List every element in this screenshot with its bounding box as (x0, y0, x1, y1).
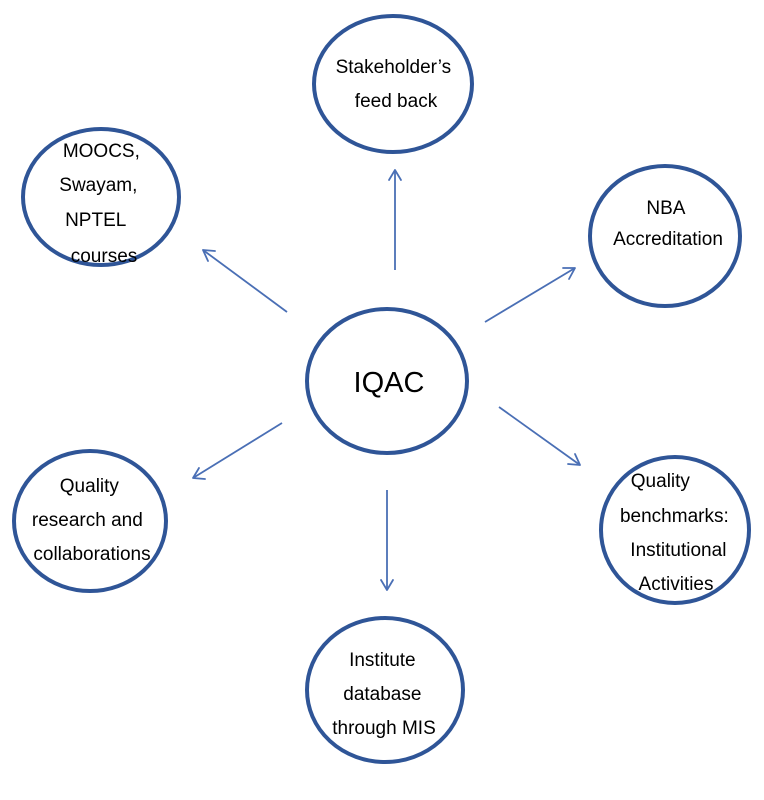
node-quality-benchmarks-label: Quality benchmarks: Institutional Activi… (620, 471, 734, 595)
node-stakeholder-feedback: Stakeholder’s feed back (312, 14, 474, 154)
node-line: Accreditation (613, 229, 723, 250)
node-line: database (343, 684, 421, 705)
node-nba-accreditation: NBA Accreditation (588, 164, 742, 308)
node-line: research and (32, 510, 143, 531)
arrow-to-benchmarks (498, 406, 581, 466)
node-quality-benchmarks: Quality benchmarks: Institutional Activi… (599, 455, 751, 605)
node-line: Stakeholder’s (336, 57, 451, 78)
arrow-to-database (380, 490, 394, 591)
node-iqac-center: IQAC (305, 307, 469, 455)
node-quality-research: Quality research and collaborations (12, 449, 168, 593)
arrow-to-research (192, 422, 283, 480)
node-iqac-center-label: IQAC (354, 367, 425, 399)
node-line: Swayam, (59, 175, 137, 196)
node-line: through MIS (332, 718, 436, 739)
node-line: courses (71, 246, 138, 267)
node-line: IQAC (354, 367, 425, 399)
node-institute-database: Institute database through MIS (305, 616, 465, 764)
node-quality-research-label: Quality research and collaborations (32, 476, 151, 565)
node-line: Institute (349, 650, 416, 671)
node-moocs-label: MOOCS, Swayam, NPTEL courses (59, 141, 145, 267)
node-line: feed back (355, 91, 438, 112)
node-institute-database-label: Institute database through MIS (332, 650, 436, 739)
node-line: Quality (631, 471, 691, 492)
node-line: NPTEL (65, 210, 126, 231)
node-line: Activities (639, 574, 714, 595)
node-line: Quality (60, 476, 120, 497)
node-line: benchmarks: (620, 506, 729, 527)
node-moocs: MOOCS, Swayam, NPTEL courses (21, 127, 181, 267)
node-nba-accreditation-label: NBA Accreditation (613, 198, 723, 250)
arrow-to-stakeholder (388, 169, 402, 270)
node-line: Institutional (630, 540, 726, 561)
node-line: NBA (646, 198, 685, 219)
node-line: collaborations (33, 544, 150, 565)
node-line: MOOCS, (63, 141, 140, 162)
node-stakeholder-feedback-label: Stakeholder’s feed back (336, 57, 457, 112)
arrow-to-nba (484, 267, 576, 323)
arrow-to-moocs (202, 249, 288, 313)
